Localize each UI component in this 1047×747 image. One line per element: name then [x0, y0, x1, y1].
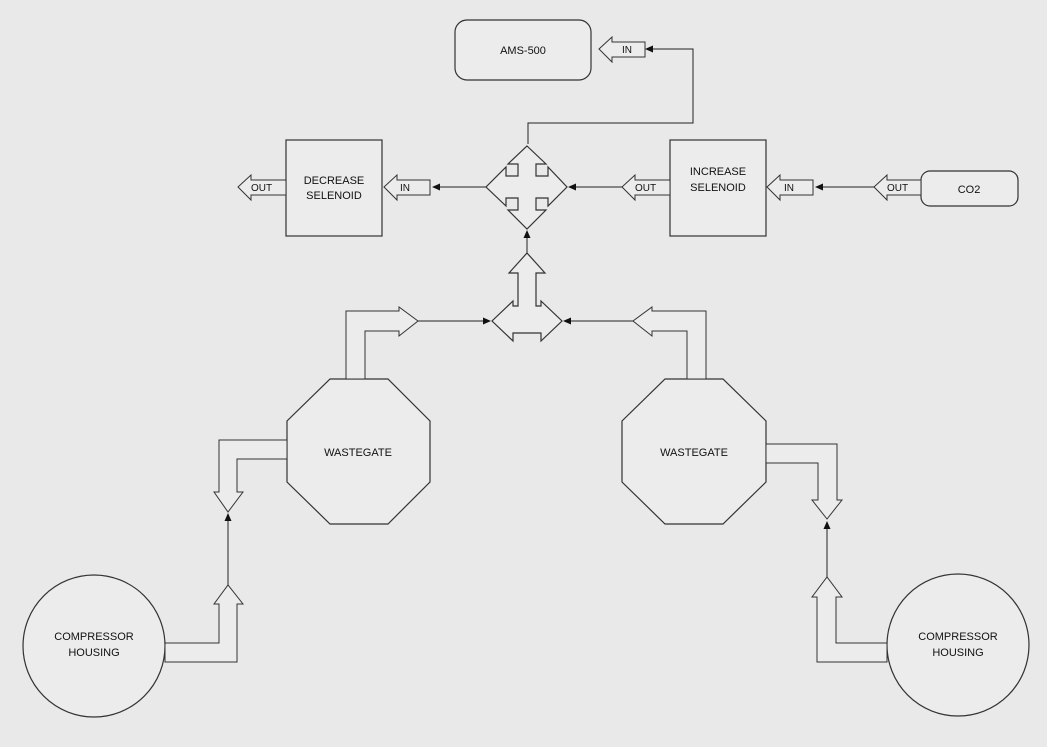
- wastegate-left-inlet-pipe: [213, 439, 288, 513]
- compressor-right-label-2: HOUSING: [932, 647, 983, 659]
- compressor-right-to-wastegate-line: [823, 521, 831, 577]
- increase-selenoid-box: INCREASE SELENOID: [669, 139, 767, 237]
- svg-text:OUT: OUT: [251, 183, 272, 194]
- svg-text:IN: IN: [400, 183, 410, 194]
- compressor-left-label-2: HOUSING: [68, 647, 119, 659]
- increase-to-hub-line: [568, 183, 622, 191]
- decrease-in-port: IN: [383, 173, 431, 202]
- wastegate-left: WASTEGATE: [286, 378, 431, 525]
- compressor-left-outlet-pipe: [164, 584, 245, 663]
- wastegate-right-outlet-pipe: [632, 306, 707, 380]
- wastegate-right: WASTEGATE: [621, 378, 767, 525]
- t-to-hub-line: [523, 230, 531, 253]
- hub-to-decrease-line: [432, 183, 486, 191]
- wastegate-left-label: WASTEGATE: [324, 447, 392, 459]
- compressor-housing-left: COMPRESSOR HOUSING: [22, 574, 166, 718]
- increase-selenoid-label-2: SELENOID: [690, 182, 746, 194]
- decrease-selenoid-box: DECREASE SELENOID: [285, 139, 383, 237]
- increase-out-port: OUT: [621, 173, 671, 202]
- compressor-left-label-1: COMPRESSOR: [54, 631, 134, 643]
- decrease-selenoid-label-2: SELENOID: [306, 190, 362, 202]
- ams-500-label: AMS-500: [500, 45, 546, 57]
- co2-out-port: OUT: [873, 173, 922, 202]
- decrease-selenoid-label-1: DECREASE: [304, 175, 365, 187]
- compressor-right-outlet-pipe: [811, 576, 888, 663]
- ams-in-port: IN: [598, 35, 646, 64]
- wastegate-right-to-t-line: [563, 317, 633, 325]
- t-junction: [491, 252, 563, 343]
- wastegate-right-inlet-pipe: [765, 443, 844, 520]
- compressor-housing-right: COMPRESSOR HOUSING: [886, 573, 1030, 717]
- svg-text:OUT: OUT: [635, 183, 656, 194]
- increase-in-port: IN: [766, 173, 814, 202]
- increase-selenoid-label-1: INCREASE: [690, 166, 746, 178]
- decrease-out-port: OUT: [237, 173, 287, 202]
- co2-to-increase-line: [815, 183, 874, 191]
- svg-text:OUT: OUT: [887, 183, 908, 194]
- wastegate-left-to-t-line: [418, 317, 491, 325]
- four-way-hub: [485, 145, 568, 230]
- svg-text:IN: IN: [622, 45, 632, 56]
- compressor-right-label-1: COMPRESSOR: [918, 631, 998, 643]
- ams-500-box: AMS-500: [454, 19, 592, 81]
- compressor-left-to-wastegate-line: [224, 513, 232, 585]
- wastegate-left-outlet-pipe: [345, 306, 419, 380]
- co2-box: CO2: [920, 170, 1019, 207]
- ams-feed-line: [527, 45, 694, 144]
- svg-text:IN: IN: [784, 183, 794, 194]
- wastegate-right-label: WASTEGATE: [660, 447, 728, 459]
- co2-label: CO2: [958, 184, 981, 196]
